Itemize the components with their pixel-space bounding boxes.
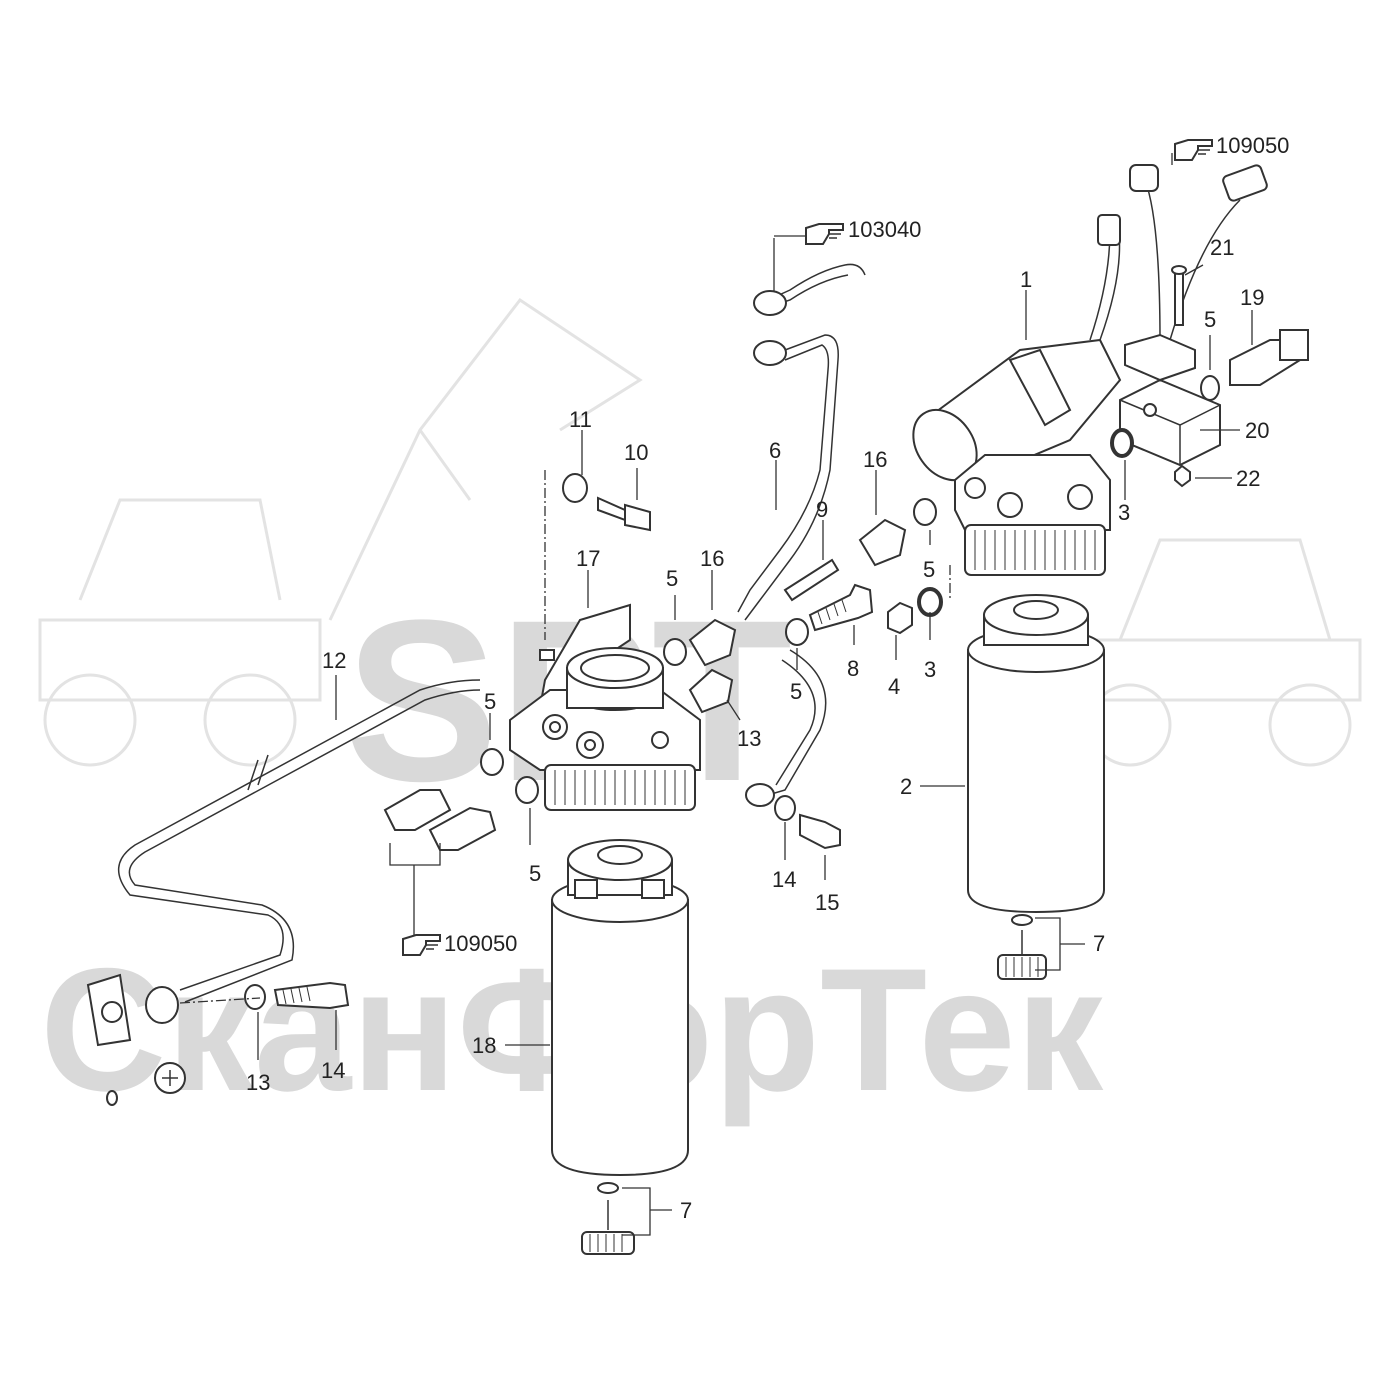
callout-5: 5 bbox=[790, 679, 802, 704]
callout-16: 16 bbox=[700, 546, 724, 571]
reference-103040[interactable]: 103040 bbox=[774, 217, 921, 245]
callout-20: 20 bbox=[1245, 418, 1269, 443]
right-filter-assembly bbox=[912, 164, 1309, 980]
callout-13: 13 bbox=[246, 1070, 270, 1095]
callout-11: 11 bbox=[569, 407, 592, 432]
callout-14: 14 bbox=[321, 1058, 345, 1083]
reference-label: 109050 bbox=[444, 931, 517, 956]
callout-7: 7 bbox=[1093, 931, 1105, 956]
fuel-sensor bbox=[383, 789, 452, 831]
callout-5: 5 bbox=[1204, 307, 1216, 332]
callout-2: 2 bbox=[900, 774, 912, 799]
callout-5: 5 bbox=[666, 566, 678, 591]
callout-numbers: 1 2 3 3 4 5 5 5 5 5 5 6 7 7 8 9 10 11 12… bbox=[246, 235, 1269, 1223]
pointing-hand-icon bbox=[805, 223, 844, 245]
pointing-hand-icon bbox=[1174, 139, 1213, 161]
callout-14: 14 bbox=[772, 867, 796, 892]
callout-3: 3 bbox=[1118, 500, 1130, 525]
left-filter-assembly bbox=[509, 603, 701, 1255]
callout-12: 12 bbox=[322, 648, 346, 673]
reference-109050-bottom[interactable]: 109050 bbox=[402, 931, 517, 956]
callout-8: 8 bbox=[847, 656, 859, 681]
callout-22: 22 bbox=[1236, 466, 1260, 491]
callout-1: 1 bbox=[1020, 267, 1032, 292]
reference-label: 109050 bbox=[1216, 133, 1289, 158]
callout-13: 13 bbox=[737, 726, 761, 751]
callout-16: 16 bbox=[863, 447, 887, 472]
leader-lines bbox=[257, 153, 1253, 1236]
reference-109050-top[interactable]: 109050 bbox=[1174, 133, 1289, 161]
callout-18: 18 bbox=[472, 1033, 496, 1058]
callout-10: 10 bbox=[624, 440, 648, 465]
callout-4: 4 bbox=[888, 674, 900, 699]
callout-19: 19 bbox=[1240, 285, 1264, 310]
callout-6: 6 bbox=[769, 438, 781, 463]
filter-element bbox=[551, 899, 689, 1177]
pointing-hand-icon bbox=[402, 934, 441, 956]
filter-element-right bbox=[967, 649, 1105, 914]
callout-7: 7 bbox=[680, 1198, 692, 1223]
callout-5: 5 bbox=[484, 689, 496, 714]
callout-21: 21 bbox=[1210, 235, 1234, 260]
reference-label: 103040 bbox=[848, 217, 921, 242]
callout-9: 9 bbox=[816, 497, 828, 522]
wiring-harness bbox=[1089, 179, 1241, 341]
pipes-and-fittings bbox=[86, 263, 943, 1106]
fuel-pipe-upper bbox=[767, 263, 866, 301]
callout-17: 17 bbox=[576, 546, 600, 571]
callout-5: 5 bbox=[529, 861, 541, 886]
filter-head-right bbox=[954, 454, 1111, 531]
fuel-pipe-long bbox=[117, 679, 481, 991]
callout-5: 5 bbox=[923, 557, 935, 582]
callout-3: 3 bbox=[924, 657, 936, 682]
callout-15: 15 bbox=[815, 890, 839, 915]
